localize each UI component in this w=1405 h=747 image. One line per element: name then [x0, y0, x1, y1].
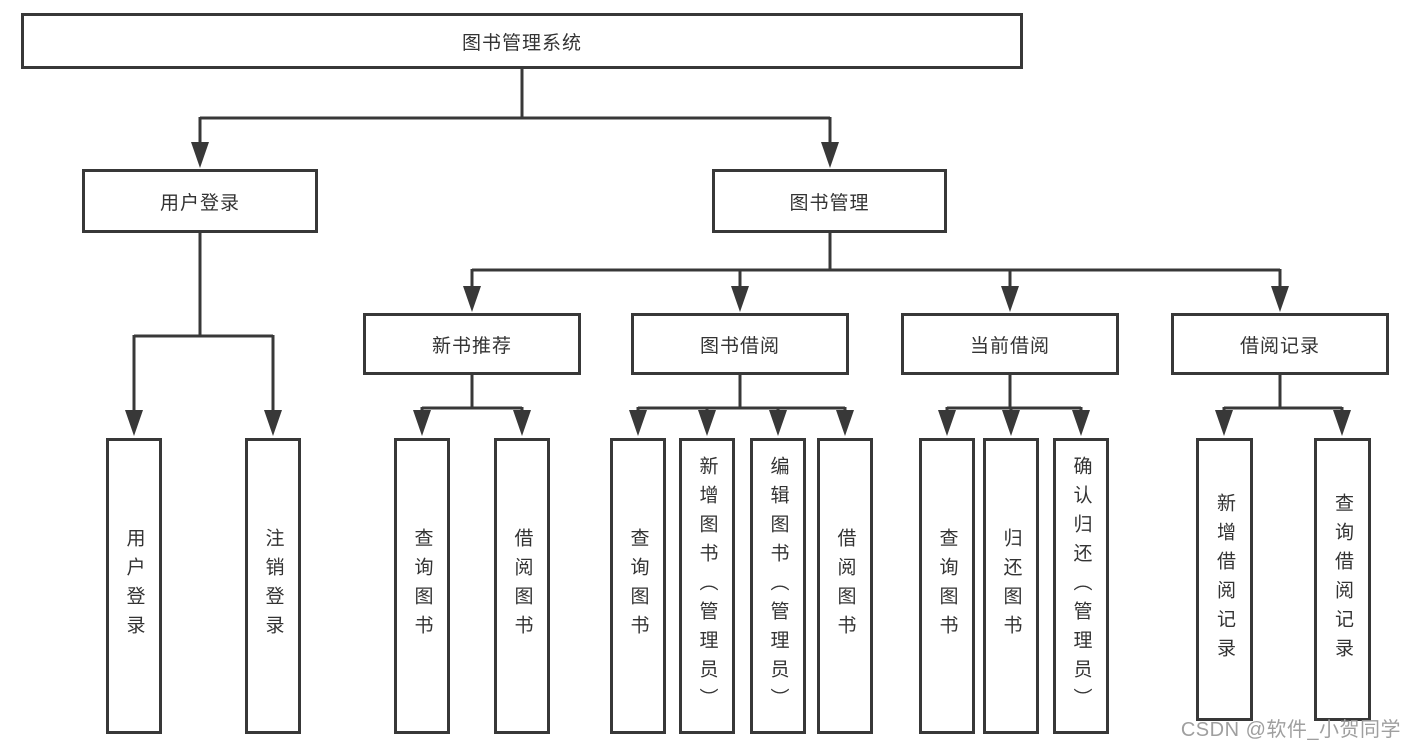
node-root-library-management-system: 图书管理系统	[21, 13, 1023, 69]
node-label: 查询借阅记录	[1332, 492, 1353, 667]
node-label: 查询图书	[627, 528, 649, 644]
node-book-borrowing: 图书借阅	[631, 313, 849, 375]
node-new-book-recommend: 新书推荐	[363, 313, 581, 375]
node-current-borrowing: 当前借阅	[901, 313, 1119, 375]
node-label: 注销登录	[262, 528, 284, 644]
leaf-user-login: 用户登录	[106, 438, 162, 734]
leaf-query-books-borrowing: 查询图书	[610, 438, 666, 734]
node-label: 借阅图书	[511, 528, 533, 644]
node-label: 用户登录	[159, 192, 240, 214]
leaf-confirm-return-admin: 确认归还（管理员）	[1053, 438, 1109, 734]
node-label: 新增图书（管理员）	[696, 455, 718, 717]
leaf-borrow-books: 借阅图书	[817, 438, 873, 734]
node-label: 图书管理系统	[461, 32, 582, 54]
leaf-edit-books-admin: 编辑图书（管理员）	[750, 438, 806, 734]
node-label: 借阅图书	[834, 528, 856, 644]
node-label: 借阅记录	[1239, 335, 1320, 357]
leaf-add-books-admin: 新增图书（管理员）	[679, 438, 735, 734]
leaf-return-books: 归还图书	[983, 438, 1039, 734]
node-label: 用户登录	[123, 528, 145, 644]
leaf-logout: 注销登录	[245, 438, 301, 734]
leaf-query-books-current: 查询图书	[919, 438, 975, 734]
leaf-query-books-recommend: 查询图书	[394, 438, 450, 734]
node-label: 确认归还（管理员）	[1070, 455, 1092, 717]
leaf-query-borrow-record: 查询借阅记录	[1314, 438, 1371, 721]
csdn-watermark: CSDN @软件_小贺同学	[1180, 719, 1401, 741]
node-label: 归还图书	[1000, 528, 1022, 644]
node-label: 图书借阅	[699, 335, 780, 357]
node-label: 新增借阅记录	[1214, 492, 1235, 667]
node-label: 查询图书	[936, 528, 958, 644]
node-label: 图书管理	[789, 192, 870, 214]
node-label: 编辑图书（管理员）	[767, 455, 789, 717]
leaf-borrow-books-recommend: 借阅图书	[494, 438, 550, 734]
node-book-management: 图书管理	[712, 169, 947, 233]
node-user-login: 用户登录	[82, 169, 318, 233]
leaf-add-borrow-record: 新增借阅记录	[1196, 438, 1253, 721]
node-label: 新书推荐	[431, 335, 512, 357]
node-borrowing-records: 借阅记录	[1171, 313, 1389, 375]
node-label: 当前借阅	[969, 335, 1050, 357]
node-label: 查询图书	[411, 528, 433, 644]
